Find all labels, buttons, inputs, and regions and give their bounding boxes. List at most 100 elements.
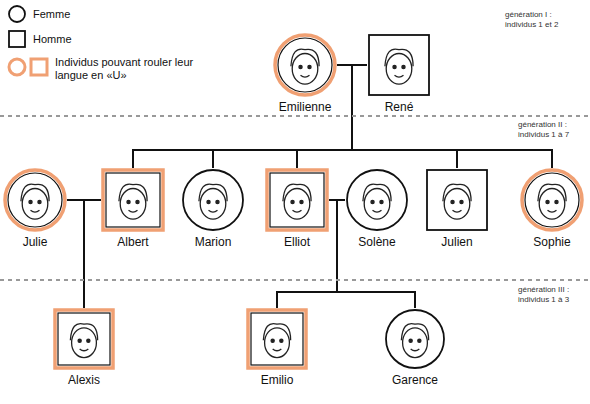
generation-separator: [0, 279, 590, 281]
face-illustration: [385, 49, 413, 84]
legend-circle: [9, 6, 25, 22]
face-mouth: [273, 349, 282, 351]
face-eye: [136, 200, 139, 203]
face-head: [292, 53, 318, 84]
face-eye: [271, 339, 274, 342]
male-square: [265, 168, 329, 232]
face-eye: [546, 200, 549, 203]
male-square: [367, 33, 431, 97]
shape-inner: [106, 173, 160, 227]
face-head: [386, 53, 412, 84]
shape-outline: [103, 170, 163, 230]
shape-outline: [275, 35, 335, 95]
face-illustration: [283, 184, 311, 219]
face-head: [403, 328, 428, 358]
person-name: Sophie: [520, 235, 584, 250]
family-line: [67, 200, 84, 308]
face-mouth: [80, 349, 89, 351]
person-node: Emilienne: [273, 33, 337, 116]
face-eye: [280, 339, 283, 342]
shape-outline: [347, 170, 407, 230]
face-illustration: [538, 184, 566, 219]
shape-outline: [55, 310, 113, 368]
face-hair: [291, 49, 319, 66]
face-mouth: [395, 75, 404, 77]
face-head: [22, 188, 48, 219]
face-eye: [299, 65, 302, 68]
person-node: Emilio: [246, 308, 308, 389]
shape-inner: [58, 313, 110, 365]
face-eye: [216, 200, 219, 203]
face-mouth: [453, 210, 462, 212]
person-node: Albert: [101, 168, 165, 251]
face-hair: [385, 49, 413, 66]
shape-outline: [183, 170, 243, 230]
person-name: René: [367, 100, 431, 115]
legend-square: [9, 31, 25, 47]
face-head: [444, 188, 470, 219]
face-eye: [380, 200, 383, 203]
face-head: [200, 188, 226, 219]
face-mouth: [301, 75, 310, 77]
face-illustration: [70, 324, 97, 358]
face-mouth: [411, 349, 420, 351]
male-square: [246, 308, 308, 370]
legend-text: Femme: [33, 8, 153, 21]
person-node: Solène: [345, 168, 409, 251]
female-circle: [3, 168, 67, 232]
female-circle: [273, 33, 337, 97]
face-illustration: [263, 324, 290, 358]
face-eye: [393, 65, 396, 68]
person-node: Elliot: [265, 168, 329, 251]
face-mouth: [373, 210, 382, 212]
face-mouth: [548, 210, 557, 212]
legend-orange-square: [31, 59, 47, 75]
legend-orange-circle: [9, 59, 25, 75]
face-head: [265, 328, 290, 358]
face-eye: [409, 339, 412, 342]
face-illustration: [443, 184, 471, 219]
face-eye: [87, 339, 90, 342]
person-node: René: [367, 33, 431, 116]
face-eye: [38, 200, 41, 203]
face-illustration: [363, 184, 391, 219]
face-eye: [78, 339, 81, 342]
shape-outline: [522, 170, 582, 230]
male-square: [53, 308, 115, 370]
face-mouth: [293, 210, 302, 212]
face-illustration: [199, 184, 227, 219]
shape-outline: [248, 310, 306, 368]
face-illustration: [21, 184, 49, 219]
shape-outline: [267, 170, 327, 230]
shape-inner: [278, 38, 332, 92]
person-node: Sophie: [520, 168, 584, 251]
face-eye: [29, 200, 32, 203]
face-eye: [460, 200, 463, 203]
face-hair: [443, 184, 471, 201]
generation-label: génération I : individus 1 et 2: [505, 10, 585, 30]
face-illustration: [291, 49, 319, 84]
person-node: Alexis: [53, 308, 115, 389]
face-hair: [538, 184, 566, 201]
face-hair: [401, 324, 428, 341]
shape-outline: [5, 170, 65, 230]
female-circle: [345, 168, 409, 232]
person-name: Elliot: [265, 235, 329, 250]
face-eye: [127, 200, 130, 203]
female-circle: [520, 168, 584, 232]
face-head: [284, 188, 310, 219]
male-square: [101, 168, 165, 232]
face-eye: [300, 200, 303, 203]
person-name: Emilienne: [273, 100, 337, 115]
person-name: Marion: [181, 235, 245, 250]
person-name: Alexis: [53, 373, 115, 388]
shape-inner: [251, 313, 303, 365]
face-hair: [70, 324, 97, 341]
face-illustration: [119, 184, 147, 219]
face-hair: [199, 184, 227, 201]
person-name: Albert: [101, 235, 165, 250]
face-mouth: [129, 210, 138, 212]
face-hair: [119, 184, 147, 201]
shape-outline: [386, 310, 444, 368]
